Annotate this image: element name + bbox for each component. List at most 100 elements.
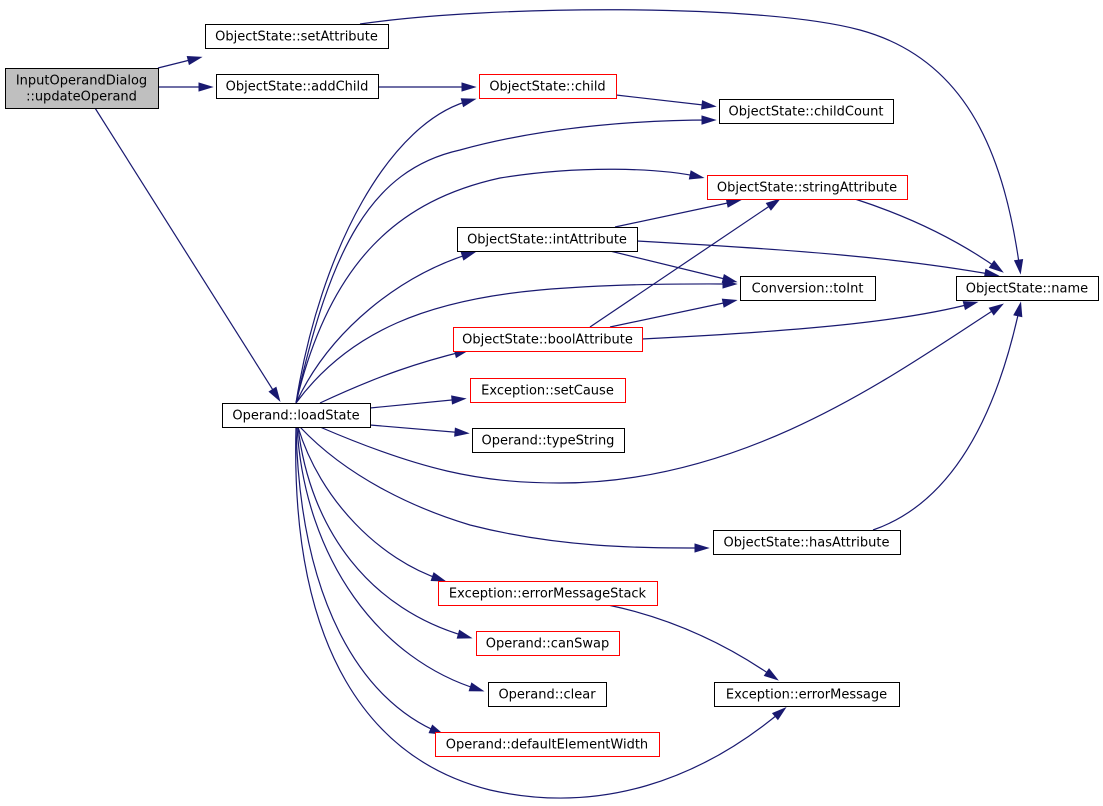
- arrowhead: [268, 386, 281, 402]
- edge-line: [589, 200, 778, 328]
- node-errorMessage[interactable]: Exception::errorMessage: [714, 682, 900, 707]
- edge-line: [615, 94, 713, 107]
- node-clear[interactable]: Operand::clear: [488, 682, 607, 707]
- edge-line: [636, 240, 996, 276]
- node-box: [476, 631, 620, 656]
- edge-line: [359, 9, 1021, 271]
- edge-root-to-loadState: [94, 107, 281, 402]
- node-label: ObjectState::setAttribute: [215, 30, 378, 45]
- edges-layer: [94, 9, 1024, 799]
- node-box: [719, 99, 894, 124]
- edge-setAttribute-to-name: [359, 9, 1024, 275]
- edge-line: [854, 198, 1001, 271]
- node-addChild[interactable]: ObjectState::addChild: [216, 74, 379, 99]
- arrowhead: [688, 170, 705, 180]
- arrowhead: [1013, 301, 1023, 318]
- edge-line: [295, 426, 441, 734]
- edge-loadState-to-toInt: [295, 279, 738, 404]
- node-box: [707, 175, 908, 200]
- arrowhead: [722, 279, 738, 289]
- node-setAttribute[interactable]: ObjectState::setAttribute: [205, 24, 389, 49]
- node-box: [435, 732, 660, 757]
- node-intAttribute[interactable]: ObjectState::intAttribute: [457, 227, 638, 252]
- edge-loadState-to-errorMessage: [295, 426, 787, 799]
- node-box: [216, 74, 379, 99]
- edge-hasAttribute-to-name: [872, 301, 1023, 531]
- arrowhead: [721, 298, 738, 308]
- edge-line: [295, 168, 701, 404]
- arrowhead: [694, 543, 710, 553]
- arrowhead: [456, 629, 473, 639]
- edge-boolAttribute-to-stringAttribute: [589, 198, 781, 328]
- edge-line: [369, 398, 463, 409]
- edge-line: [296, 426, 481, 691]
- node-loadState[interactable]: Operand::loadState: [222, 403, 371, 428]
- arrowhead: [763, 668, 779, 681]
- node-label: ObjectState::hasAttribute: [724, 536, 890, 551]
- node-boolAttribute[interactable]: ObjectState::boolAttribute: [453, 327, 643, 352]
- edge-line: [369, 424, 466, 434]
- edge-line: [609, 250, 734, 282]
- edge-loadState-to-childCount: [295, 115, 717, 404]
- node-box: [479, 74, 617, 99]
- arrowhead: [765, 198, 781, 211]
- edge-loadState-to-name: [319, 303, 1004, 484]
- node-setCause[interactable]: Exception::setCause: [470, 378, 626, 403]
- node-label: Operand::canSwap: [486, 637, 610, 652]
- node-stringAttribute[interactable]: ObjectState::stringAttribute: [707, 175, 908, 200]
- arrowhead: [460, 98, 477, 108]
- node-canSwap[interactable]: Operand::canSwap: [476, 631, 620, 656]
- node-label: ObjectState::name: [966, 282, 1088, 297]
- edge-loadState-to-hasAttribute: [299, 426, 710, 553]
- arrowhead: [186, 56, 203, 66]
- arrowhead: [988, 260, 1004, 273]
- edge-line: [297, 426, 469, 638]
- node-toInt[interactable]: Conversion::toInt: [740, 276, 876, 301]
- node-defaultElementWidth[interactable]: Operand::defaultElementWidth: [435, 732, 660, 757]
- edge-intAttribute-to-toInt: [609, 250, 738, 284]
- arrowhead: [771, 706, 787, 721]
- node-label: Exception::errorMessageStack: [449, 587, 647, 602]
- arrowhead: [461, 82, 477, 92]
- node-hasAttribute[interactable]: ObjectState::hasAttribute: [713, 530, 901, 555]
- edge-line: [295, 252, 473, 404]
- arrowhead: [430, 572, 447, 582]
- node-box: [438, 581, 658, 606]
- node-box: [457, 227, 638, 252]
- edge-loadState-to-clear: [296, 426, 485, 692]
- node-typeString[interactable]: Operand::typeString: [472, 428, 625, 453]
- edge-line: [295, 283, 734, 404]
- node-child[interactable]: ObjectState::child: [479, 74, 617, 99]
- edge-line: [641, 302, 975, 340]
- node-root[interactable]: InputOperandDialog::updateOperand: [5, 68, 159, 109]
- node-label: Exception::errorMessage: [726, 688, 887, 703]
- edge-loadState-to-boolAttribute: [319, 348, 470, 404]
- edge-boolAttribute-to-name: [641, 301, 979, 340]
- node-label: ObjectState::addChild: [226, 80, 369, 95]
- edge-loadState-to-setCause: [369, 395, 467, 409]
- edge-line: [609, 300, 734, 328]
- edge-line: [607, 604, 776, 679]
- arrowhead: [451, 395, 467, 405]
- node-label: ObjectState::intAttribute: [467, 233, 627, 248]
- node-childCount[interactable]: ObjectState::childCount: [719, 99, 894, 124]
- edge-loadState-to-errorMessageStack: [297, 426, 447, 582]
- arrowhead: [701, 100, 717, 110]
- edge-boolAttribute-to-toInt: [609, 298, 738, 328]
- arrowhead: [701, 115, 717, 125]
- node-box: [956, 276, 1099, 301]
- edge-line: [295, 119, 713, 404]
- node-errorMessageStack[interactable]: Exception::errorMessageStack: [438, 581, 658, 606]
- edge-line: [295, 426, 784, 799]
- edge-loadState-to-typeString: [369, 424, 470, 437]
- edge-loadState-to-child: [295, 98, 477, 404]
- arrowhead: [468, 682, 485, 692]
- node-name[interactable]: ObjectState::name: [956, 276, 1099, 301]
- edge-loadState-to-intAttribute: [295, 251, 477, 404]
- node-label: ::updateOperand: [26, 90, 137, 105]
- node-label: Conversion::toInt: [752, 282, 864, 297]
- node-label: InputOperandDialog: [16, 74, 147, 89]
- arrowhead: [198, 82, 214, 92]
- node-label: Exception::setCause: [481, 384, 614, 399]
